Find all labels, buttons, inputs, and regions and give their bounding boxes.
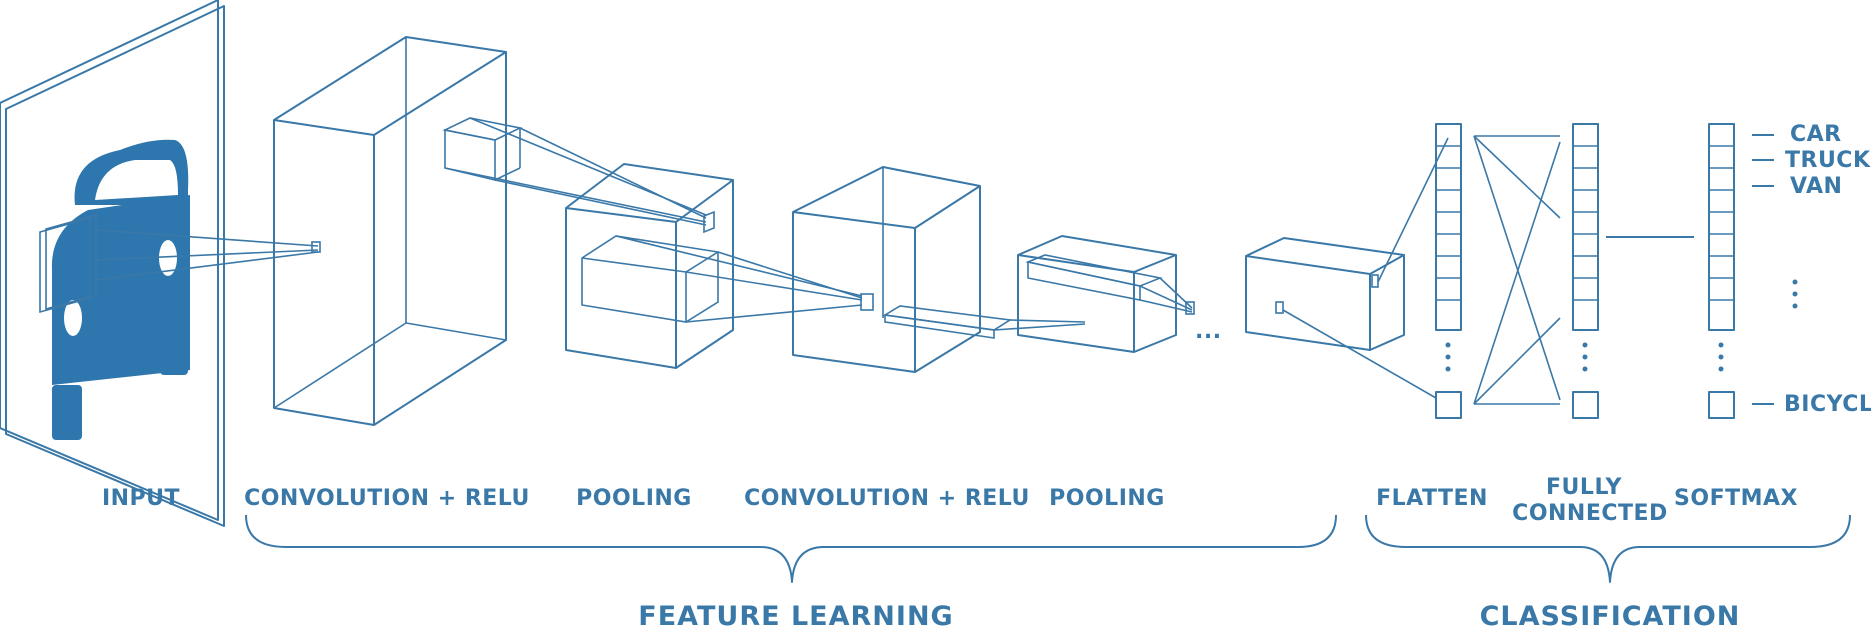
conv1-block [273, 36, 707, 426]
stage-label-fully: FULLY [1546, 475, 1623, 500]
final-feature-map [1245, 137, 1449, 399]
stage-label-softmax: SOFTMAX [1674, 486, 1798, 511]
softmax-column [1708, 123, 1735, 419]
ellipsis-between-stages: ... [1195, 319, 1222, 344]
flatten-column [1435, 123, 1462, 419]
feature-learning-brace [245, 514, 1337, 583]
dense-connections [1473, 135, 1561, 405]
stage-label-connected: CONNECTED [1512, 501, 1668, 526]
fully-connected-column [1572, 123, 1599, 419]
stage-label-pool1: POOLING [576, 486, 692, 511]
input-image [0, 0, 321, 527]
pool1-block [565, 163, 874, 369]
output-class-van: VAN [1790, 174, 1842, 199]
conv2-block [792, 166, 1086, 373]
stage-label-flatten: FLATTEN [1376, 486, 1488, 511]
output-class-car: CAR [1790, 122, 1842, 147]
group-label-feature-learning: FEATURE LEARNING [638, 601, 953, 628]
classification-brace [1365, 514, 1851, 583]
stage-label-conv2: CONVOLUTION + RELU [744, 486, 1030, 511]
group-label-classification: CLASSIFICATION [1480, 601, 1741, 628]
pool2-block [1017, 235, 1195, 353]
stage-label-pool2: POOLING [1049, 486, 1165, 511]
stage-label-input: INPUT [102, 486, 180, 511]
output-class-truck: TRUCK [1785, 148, 1871, 173]
stage-label-conv1: CONVOLUTION + RELU [244, 486, 530, 511]
output-class-bicycle: BICYCLE [1784, 392, 1871, 417]
output-labels: CAR TRUCK VAN BICYCLE [1752, 122, 1871, 417]
car-icon [51, 139, 191, 440]
